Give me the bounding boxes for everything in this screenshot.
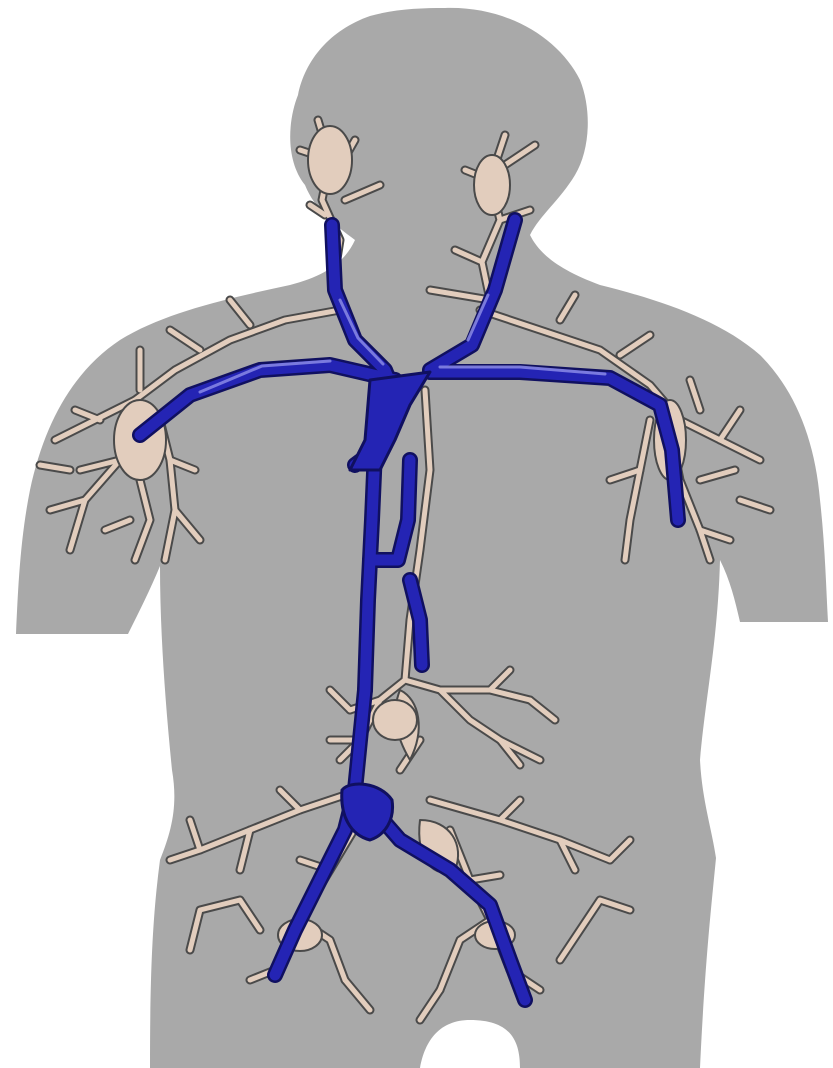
cervical-nodes-right (474, 155, 510, 215)
aortic-nodes (373, 700, 417, 740)
cervical-nodes-left (308, 126, 352, 194)
